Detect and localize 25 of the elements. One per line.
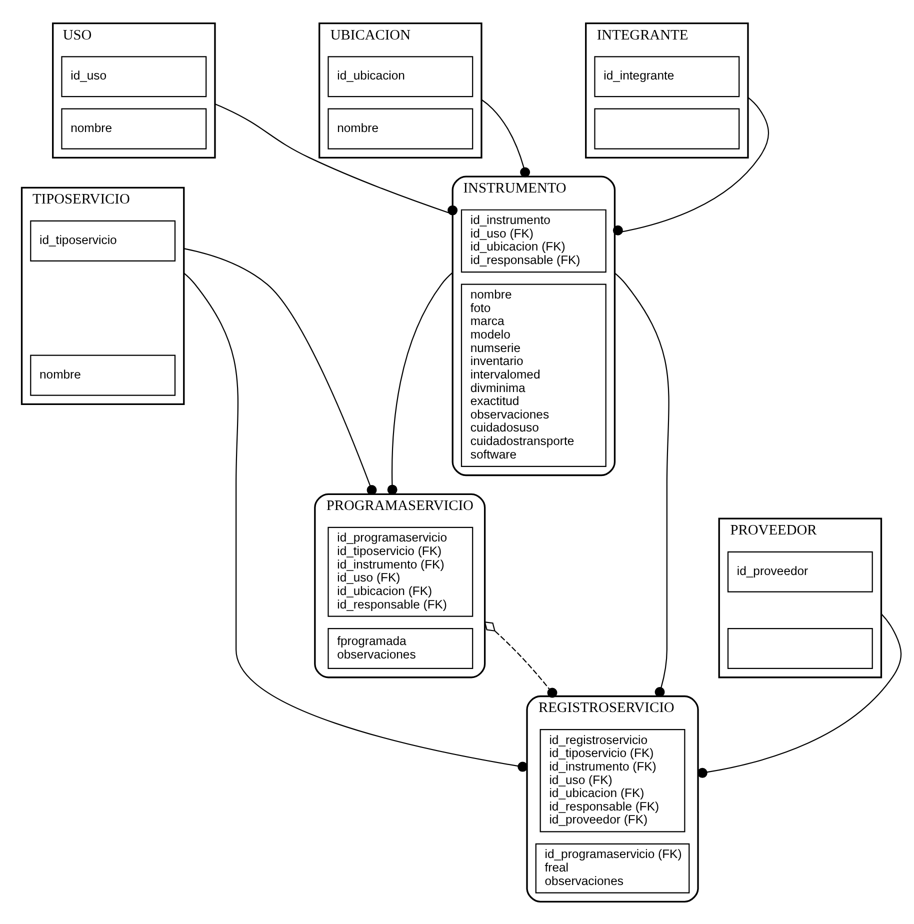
node-box: id_instrumento id_uso (FK) id_ubicacion (FK) id_responsable (FK) bbox=[460, 208, 606, 272]
node-box: id_uso bbox=[61, 56, 207, 97]
connector bbox=[184, 272, 528, 772]
node-box: id_registroservicio id_tiposervicio (FK) id_instrumento (FK) id_uso (FK) id_ubicacion (FK) id_responsable (FK) id_proveedor (FK) bbox=[540, 728, 686, 832]
connector bbox=[484, 620, 558, 698]
node-box: nombre foto marca modelo numserie inventario intervalomed divminima exactitud observaciones cuidadosuso cuidadostransporte software bbox=[460, 283, 606, 466]
connector bbox=[697, 612, 902, 778]
node-box: id_proveedor bbox=[727, 550, 873, 592]
node-box bbox=[594, 108, 740, 149]
node-box: fprogramada observaciones bbox=[328, 627, 474, 669]
connector bbox=[387, 272, 453, 494]
connector bbox=[481, 98, 530, 177]
node-box: nombre bbox=[30, 354, 176, 396]
node-box: id_programaservicio id_tiposervicio (FK) id_instrumento (FK) id_uso (FK) id_ubicacion (FK) id_responsable (FK) bbox=[328, 526, 474, 616]
node-box: id_integrante bbox=[594, 56, 740, 97]
node-box bbox=[727, 627, 873, 669]
node-box: id_tiposervicio bbox=[30, 220, 176, 261]
connector bbox=[184, 247, 377, 494]
connector bbox=[614, 272, 670, 696]
node-box: id_ubicacion bbox=[328, 56, 474, 97]
node-box: id_programaservicio (FK) freal observaciones bbox=[535, 842, 690, 893]
node-box: nombre bbox=[328, 108, 474, 149]
connector bbox=[214, 103, 458, 215]
connector bbox=[612, 96, 770, 235]
node-box: nombre bbox=[61, 108, 207, 149]
